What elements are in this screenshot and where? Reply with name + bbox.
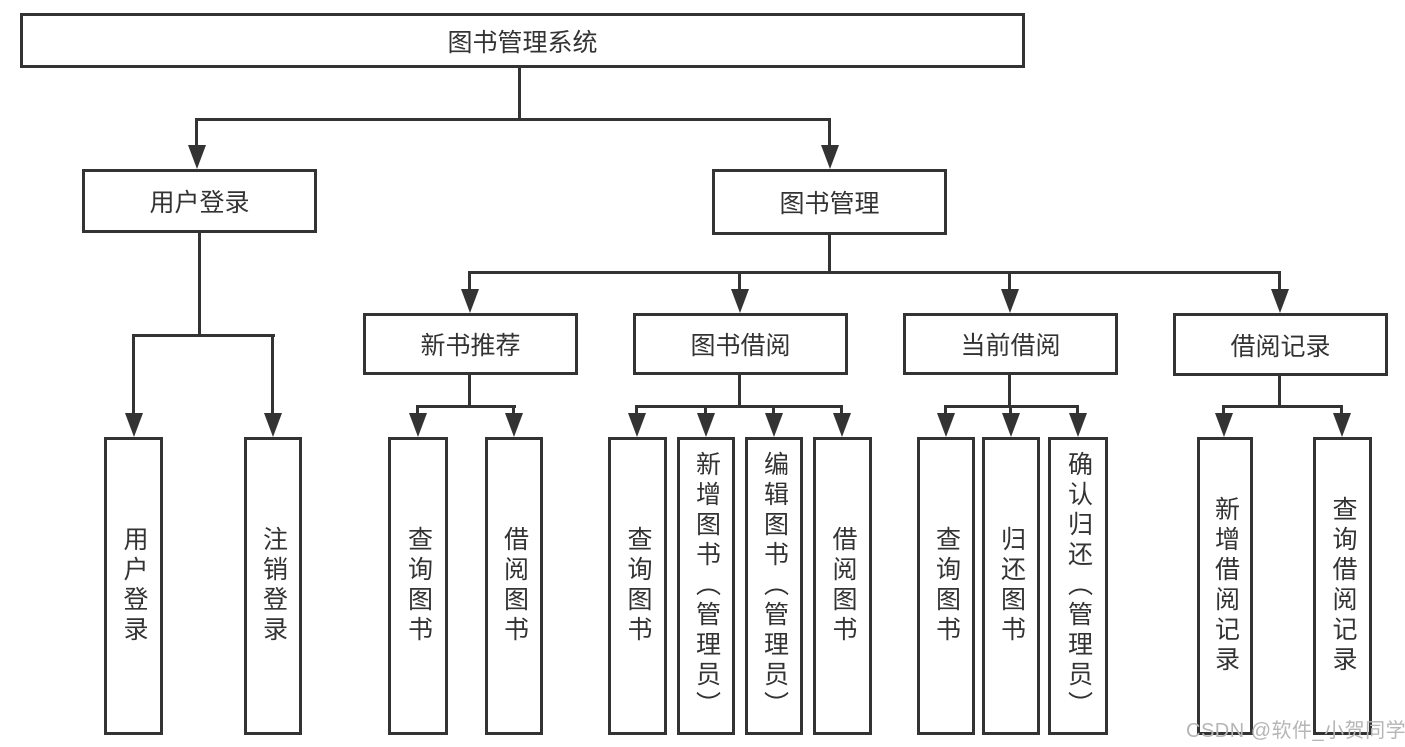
connector-line [1008,373,1011,408]
leaf-records-query-borrow-record: 查询借阅记录 [1313,437,1372,735]
connector-line [271,334,274,416]
connector-line [840,405,843,416]
connector-line [132,334,135,416]
leaf-current-return-books: 归还图书 [982,437,1040,735]
node-label: 新增借阅记录 [1211,496,1240,676]
arrow-down-icon [821,145,839,169]
node-label: 当前借阅 [960,332,1061,360]
leaf-recommend-query-books: 查询图书 [388,437,448,735]
arrow-down-icon [264,413,282,437]
node-label: 查询图书 [624,526,652,646]
arrow-down-icon [188,145,206,169]
connector-line [635,405,638,416]
node-label: 图书管理系统 [447,28,598,57]
node-label: 编辑图书（管理员） [760,451,789,721]
node-user-login: 用户登录 [82,169,317,233]
connector-line [1340,405,1343,416]
leaf-borrowing-add-books-admin: 新增图书（管理员） [677,437,735,735]
connector-line [468,271,1281,274]
connector-line [1009,405,1012,416]
node-library-management-system: 图书管理系统 [20,13,1025,68]
connector-line [416,405,419,416]
connector-line [1222,405,1225,416]
arrow-down-icon [937,413,955,437]
connector-line [1076,405,1079,416]
arrow-down-icon [1002,413,1020,437]
arrow-down-icon [833,413,851,437]
connector-line [1222,405,1343,408]
node-label: 查询图书 [932,526,961,646]
node-label: 查询图书 [404,526,433,646]
csdn-watermark: CSDN @软件_小贺同学 [1186,720,1405,742]
connector-line [1278,375,1281,408]
arrow-down-icon [1333,413,1351,437]
arrow-down-icon [1069,413,1087,437]
connector-line [944,405,947,416]
node-new-book-recommendation: 新书推荐 [363,313,578,375]
connector-line [132,334,275,337]
connector-line [195,118,198,148]
arrow-down-icon [1271,289,1289,313]
connector-line [738,373,741,408]
connector-line [416,405,516,408]
connector-line [468,373,471,408]
arrow-down-icon [765,413,783,437]
node-current-borrowing: 当前借阅 [903,313,1118,375]
arrow-down-icon [505,413,523,437]
connector-line [738,271,741,291]
leaf-borrowing-edit-books-admin: 编辑图书（管理员） [745,437,803,735]
leaf-borrowing-query-books: 查询图书 [608,437,667,735]
connector-line [828,233,831,274]
node-label: 用户登录 [149,189,250,217]
node-label: 确认归还（管理员） [1064,451,1093,721]
node-label: 借阅图书 [500,526,529,646]
node-borrowing-records: 借阅记录 [1173,313,1388,376]
node-book-borrowing: 图书借阅 [633,313,848,375]
connector-line [635,405,843,408]
connector-line [468,271,471,291]
leaf-records-add-borrow-record: 新增借阅记录 [1197,437,1253,735]
connector-line [195,118,831,121]
leaf-borrowing-borrow-books: 借阅图书 [813,437,872,735]
arrow-down-icon [409,413,427,437]
node-label: 图书管理 [779,190,880,218]
arrow-down-icon [125,413,143,437]
leaf-current-confirm-return-admin: 确认归还（管理员） [1048,437,1108,735]
node-label: 图书借阅 [690,332,791,360]
node-label: 查询借阅记录 [1329,496,1357,676]
arrow-down-icon [1001,289,1019,313]
node-label: 新增图书（管理员） [692,451,721,721]
node-book-management: 图书管理 [712,169,947,235]
arrow-down-icon [697,413,715,437]
connector-line [1008,271,1011,291]
node-label: 借阅记录 [1230,332,1331,361]
connector-line [1278,271,1281,291]
connector-line [198,231,201,337]
node-label: 注销登录 [259,526,288,646]
arrow-down-icon [628,413,646,437]
leaf-current-query-books: 查询图书 [917,437,975,735]
node-label: 借阅图书 [829,526,857,646]
leaf-recommend-borrow-books: 借阅图书 [485,437,543,735]
arrow-down-icon [731,289,749,313]
connector-line [512,405,515,416]
arrow-down-icon [1215,413,1233,437]
arrow-down-icon [461,289,479,313]
connector-line [772,405,775,416]
connector-line [704,405,707,416]
node-label: 用户登录 [120,526,148,646]
node-label: 归还图书 [997,526,1026,646]
connector-line [828,118,831,148]
connector-line [518,66,521,121]
leaf-logout: 注销登录 [244,437,302,735]
leaf-user-login: 用户登录 [104,437,163,735]
node-label: 新书推荐 [420,332,521,360]
